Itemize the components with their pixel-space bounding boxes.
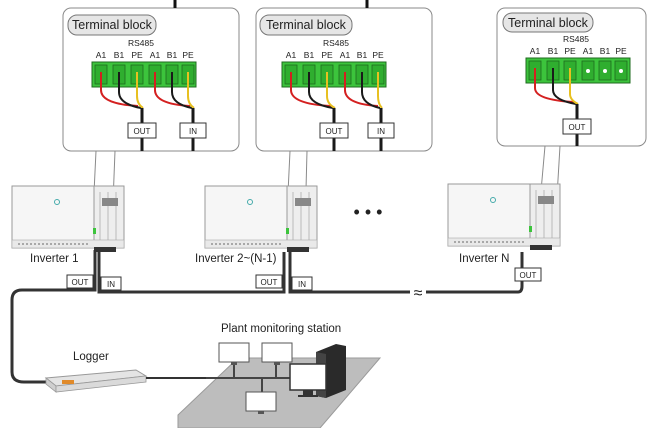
port-label-out: OUT [326,127,343,136]
rs485-label: RS485 [563,34,589,44]
port-label-in: IN [107,280,115,289]
terminal-connector [281,61,387,88]
monitor-icon [261,342,293,365]
port-label-in: IN [298,280,306,289]
monitor-icon [218,342,250,365]
pin-label-b1: B1 [548,46,559,56]
plant-monitoring-station: Plant monitoring station [177,323,382,428]
port-label-out: OUT [134,127,151,136]
pin-label-b1: B1 [304,50,315,60]
port-label-in: IN [377,127,385,136]
pin-label-pe: PE [564,46,576,56]
wires-out [100,72,144,151]
pin-label-pe: PE [321,50,333,60]
port-label-out: OUT [569,123,586,132]
terminal-block-callout-3: Terminal block RS485 A1 B1 PE A1 B1 PE [496,7,647,231]
pin-label-b1: B1 [357,50,368,60]
inverter-label: Inverter 2~(N-1) [195,253,277,265]
logger-label: Logger [73,351,109,363]
terminal-block-callout-1: Terminal block RS485 A1 B1 PE A1 B1 PE [62,0,240,236]
wires-in [344,72,383,151]
pin-label-a1: A1 [583,46,594,56]
port-label-out: OUT [520,271,537,280]
terminal-block-callout-2: Terminal block RS485 A1 B1 PE A1 B1 PE [255,0,433,236]
wires-out [534,68,579,146]
wires-in [154,72,195,151]
wires-out [290,72,336,151]
port-label-out: OUT [261,278,278,287]
terminal-connector [91,61,197,88]
inverter-n: Inverter N [447,183,561,265]
pin-label-a1: A1 [530,46,541,56]
port-label-out: OUT [72,278,89,287]
port-label-in: IN [189,127,197,136]
cable-break-mark: ≈ [414,285,423,302]
pin-label-a1: A1 [286,50,297,60]
terminal-block-title: Terminal block [266,18,347,32]
pin-label-b1: B1 [114,50,125,60]
inverter-label: Inverter 1 [30,253,79,265]
pin-label-pe: PE [182,50,194,60]
rs485-label: RS485 [128,38,154,48]
ellipsis: • • • [354,202,383,222]
monitor-icon [245,391,277,414]
inverter-label: Inverter N [459,253,510,265]
pin-label-a1: A1 [96,50,107,60]
pin-label-b1: B1 [600,46,611,56]
pin-label-pe: PE [131,50,143,60]
pin-label-pe: PE [372,50,384,60]
rs485-bus-cable [10,250,524,384]
inverter-1: Inverter 1 [11,185,125,265]
pin-label-b1: B1 [167,50,178,60]
terminal-block-title: Terminal block [508,16,589,30]
pin-label-pe: PE [615,46,627,56]
station-label: Plant monitoring station [221,323,341,335]
inverter-2: Inverter 2~(N-1) [195,185,318,265]
workstation-icon [289,344,346,398]
pin-label-a1: A1 [150,50,161,60]
terminal-block-title: Terminal block [72,18,153,32]
pin-label-a1: A1 [340,50,351,60]
logger-device: Logger [44,351,148,393]
rs485-label: RS485 [323,38,349,48]
terminal-connector [525,57,631,84]
